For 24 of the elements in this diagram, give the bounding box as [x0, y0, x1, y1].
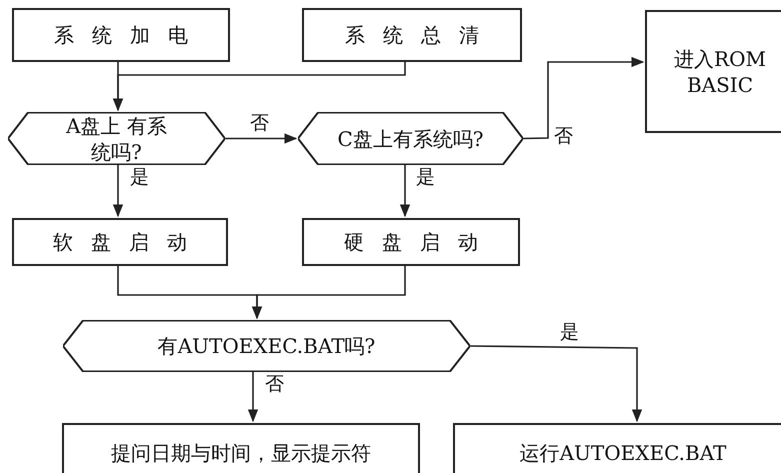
decision-hexagon: C盘上有系统吗? — [298, 112, 523, 165]
arrow — [248, 372, 258, 422]
edge-label: 是 — [558, 322, 581, 343]
edge-label: 否 — [263, 374, 286, 395]
process-box: 系统加电 — [12, 8, 230, 62]
arrow — [470, 345, 642, 422]
process-box: 提问日期与时间，显示提示符 — [62, 423, 420, 473]
edge-label: 否 — [248, 113, 271, 134]
arrow — [400, 165, 410, 218]
process-box: 软盘启动 — [12, 218, 228, 266]
process-box: 硬盘启动 — [302, 218, 520, 266]
arrow — [522, 56, 644, 140]
edge-label: 否 — [552, 126, 575, 147]
process-box: 系统总清 — [302, 8, 522, 62]
process-box: 进入ROM BASIC — [645, 10, 781, 133]
process-box: 运行AUTOEXEC.BAT — [453, 423, 781, 473]
edge-label: 是 — [414, 167, 437, 188]
arrow — [112, 165, 124, 218]
decision-hexagon: 有AUTOEXEC.BAT吗? — [63, 320, 470, 372]
arrow — [252, 266, 406, 320]
decision-hexagon: A盘上 有系统吗? — [8, 112, 225, 165]
arrow — [112, 62, 406, 112]
arrow — [225, 133, 298, 144]
edge-label: 是 — [128, 167, 151, 188]
